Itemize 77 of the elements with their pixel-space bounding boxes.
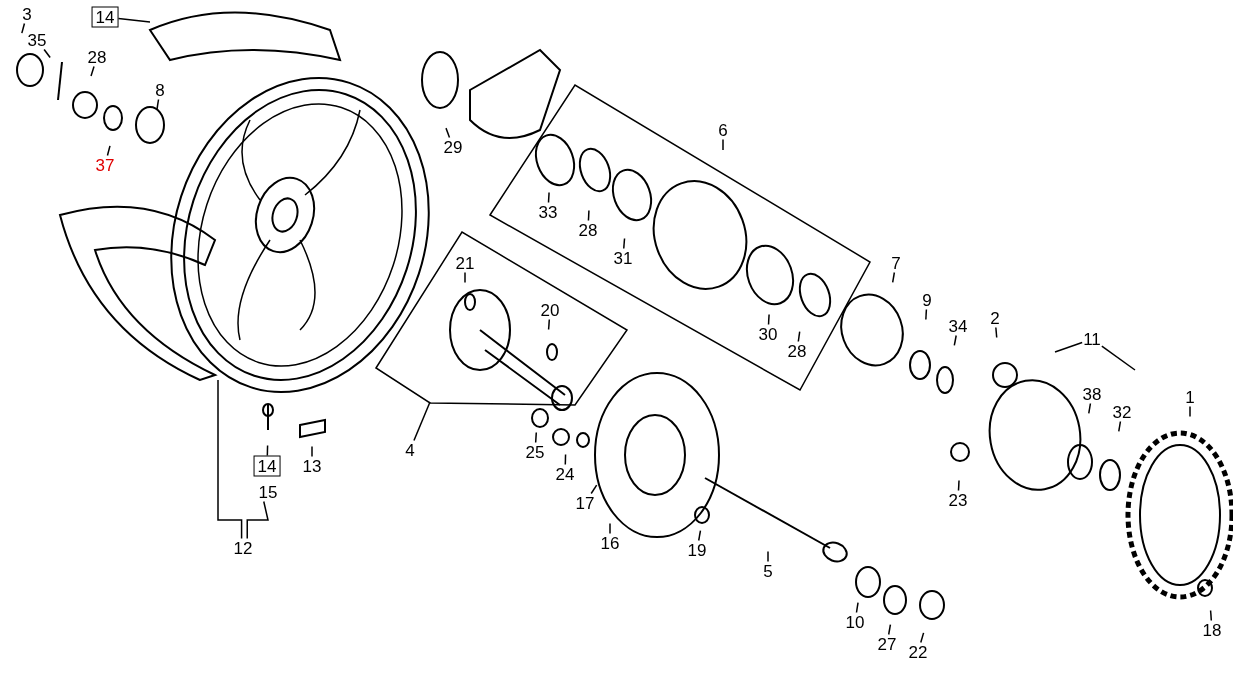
leader-line bbox=[891, 271, 896, 284]
leader-line bbox=[587, 209, 590, 222]
leader-line bbox=[590, 484, 598, 495]
leader-line bbox=[953, 334, 957, 347]
callout-number: 38 bbox=[1081, 384, 1103, 404]
leader-line bbox=[43, 48, 51, 59]
callout-number: 16 bbox=[599, 533, 621, 553]
callout-number: 1 bbox=[1184, 387, 1196, 407]
leader-line bbox=[246, 500, 269, 540]
leader-line bbox=[413, 401, 431, 442]
callout-number: 22 bbox=[907, 642, 929, 662]
leader-line bbox=[1101, 345, 1136, 371]
callout-number: 13 bbox=[301, 456, 323, 476]
leader-line bbox=[957, 479, 960, 492]
callout-number: 28 bbox=[786, 341, 808, 361]
callout-number: 5 bbox=[762, 561, 774, 581]
leader-line bbox=[217, 379, 243, 540]
leader-line bbox=[564, 453, 567, 466]
callout-number: 28 bbox=[577, 220, 599, 240]
leader-line bbox=[995, 326, 998, 339]
callout-number: 11 bbox=[1082, 329, 1102, 349]
leader-line bbox=[767, 313, 770, 326]
callout-number: 29 bbox=[442, 137, 464, 157]
callout-number: 34 bbox=[947, 316, 969, 336]
leader-line bbox=[1209, 609, 1213, 622]
leader-line bbox=[1189, 405, 1191, 418]
leader-line bbox=[311, 445, 313, 458]
leader-line bbox=[925, 308, 928, 321]
leader-line bbox=[722, 138, 724, 151]
leader-line bbox=[106, 145, 111, 157]
leader-line bbox=[464, 271, 466, 284]
leader-line bbox=[445, 127, 451, 139]
leader-line bbox=[156, 98, 160, 111]
leader-line bbox=[266, 444, 269, 457]
leader-line bbox=[767, 550, 769, 563]
leader-line bbox=[697, 529, 702, 542]
leader-line bbox=[855, 601, 859, 614]
leader-line bbox=[797, 330, 801, 343]
callout-number: 17 bbox=[574, 493, 596, 513]
leader-line bbox=[534, 431, 538, 444]
callout-number: 30 bbox=[757, 324, 779, 344]
leader-line bbox=[21, 22, 26, 34]
callout-number: 15 bbox=[257, 482, 279, 502]
callout-number: 27 bbox=[876, 634, 898, 654]
callout-number: 19 bbox=[686, 540, 708, 560]
leader-line bbox=[920, 632, 925, 644]
callout-number: 33 bbox=[537, 202, 559, 222]
callout-number: 6 bbox=[717, 120, 729, 140]
leader-line bbox=[609, 522, 611, 535]
callout-number: 4 bbox=[404, 440, 416, 460]
callout-number: 7 bbox=[890, 253, 902, 273]
leader-line bbox=[887, 623, 892, 636]
callout-number: 21 bbox=[454, 253, 476, 273]
callout-number: 23 bbox=[947, 490, 969, 510]
callout-number: 3 bbox=[21, 4, 33, 24]
callout-number: 24 bbox=[554, 464, 576, 484]
callout-number: 2 bbox=[989, 308, 1001, 328]
leader-line bbox=[1088, 402, 1092, 415]
leader-line bbox=[547, 191, 550, 204]
callout-number: 37 bbox=[94, 155, 116, 175]
leader-line bbox=[1054, 341, 1083, 353]
callout-number: 32 bbox=[1111, 402, 1133, 422]
callout-number: 10 bbox=[844, 612, 866, 632]
callout-number: 18 bbox=[1201, 620, 1223, 640]
callout-number: 9 bbox=[921, 290, 933, 310]
leader-line bbox=[547, 318, 551, 331]
callout-number: 8 bbox=[154, 80, 166, 100]
leader-line bbox=[1118, 420, 1122, 433]
leader-line bbox=[117, 17, 151, 23]
callout-number: 20 bbox=[539, 300, 561, 320]
callout-number: 25 bbox=[524, 442, 546, 462]
callout-number: 28 bbox=[86, 47, 108, 67]
leader-line bbox=[623, 237, 626, 250]
callout-number: 12 bbox=[232, 538, 254, 558]
callout-number: 31 bbox=[612, 248, 634, 268]
leader-line bbox=[90, 65, 95, 77]
callout-number: 35 bbox=[26, 30, 48, 50]
